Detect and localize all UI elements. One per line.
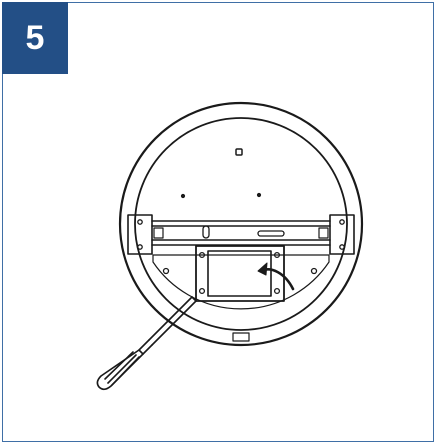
rotate-arrow-icon	[257, 262, 295, 291]
round-light-fixture-icon	[118, 101, 364, 347]
junction-box	[195, 245, 285, 302]
mounting-bracket	[127, 214, 355, 255]
step-number-badge: 5	[2, 2, 68, 74]
screwdriver-icon	[96, 296, 197, 391]
